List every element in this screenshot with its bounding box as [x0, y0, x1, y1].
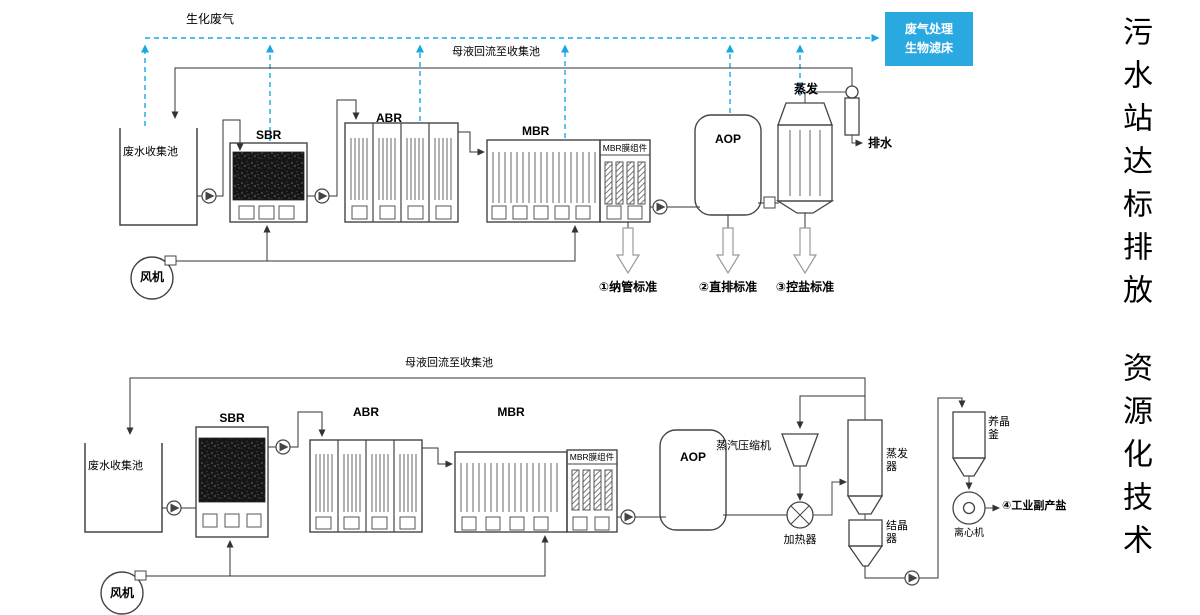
top-reflux-label: 母液回流至收集池	[452, 46, 540, 58]
top-collection-tank	[119, 128, 198, 226]
top-sbr-label: SBR	[256, 128, 282, 142]
drain-pipe	[851, 135, 863, 147]
top-aop-label: AOP	[714, 132, 742, 146]
side-title-line1: 污水站达标排放	[1118, 16, 1151, 317]
drain-label: 排水	[868, 136, 893, 150]
hollow-arrow-3	[792, 227, 818, 275]
pump-icon	[275, 439, 291, 455]
bottom-aop-vessel	[659, 429, 727, 531]
vacuum-pump-icon	[845, 85, 859, 99]
bottom-aop-label: AOP	[679, 450, 707, 464]
top-abr-mbr-pipe	[458, 131, 485, 156]
bottom-reflux-label: 母液回流至收集池	[405, 357, 493, 369]
biogas-label: 生化废气	[186, 12, 235, 26]
bottom-sbr-abr-pipe	[268, 411, 326, 448]
byproduct-salt-label: ④工业副产盐	[1002, 500, 1067, 512]
top-abr-vessel	[344, 122, 459, 223]
top-air-line	[130, 225, 579, 300]
bottom-membrane-module	[566, 449, 618, 533]
top-abr-label: ABR	[376, 111, 402, 125]
bottom-abr-mbr-pipe	[422, 447, 453, 468]
crystallizer-label: 结晶器	[886, 520, 908, 546]
top-mbr-label: MBR	[522, 124, 550, 138]
gas-treatment-box: 废气处理 生物滤床	[885, 12, 973, 66]
vapor-to-compressor-pipe	[796, 395, 865, 429]
side-title-line2: 资源化技术	[1118, 352, 1151, 567]
bottom-collection-tank-label: 废水收集池	[88, 460, 143, 472]
evaporation-label: 蒸发	[793, 82, 819, 96]
crystallizer-kettle-pipe	[864, 397, 966, 579]
pump-icon	[620, 509, 636, 525]
bottom-sbr-vessel	[195, 426, 269, 538]
compressor-label: 蒸汽压缩机	[716, 440, 771, 452]
sludge-texture	[232, 151, 305, 201]
top-aop-evap-pipe	[758, 196, 779, 209]
bottom-mbr-label: MBR	[497, 405, 525, 419]
standard1-label: ①纳管标准	[598, 280, 658, 294]
compressor-funnel	[781, 433, 819, 501]
centrifuge-label: 离心机	[954, 528, 984, 539]
bottom-collection-tank	[84, 443, 163, 533]
standard3-label: ③控盐标准	[775, 280, 835, 294]
top-fan-label: 风机	[139, 270, 165, 284]
hollow-outlet-arrows	[615, 227, 818, 275]
bottom-fan-circle	[100, 571, 144, 615]
crystal-kettle-label: 养晶釜	[988, 416, 1010, 442]
pump-icon	[201, 188, 217, 204]
standard2-label: ②直排标准	[698, 280, 758, 294]
pump-icon	[904, 570, 920, 586]
condenser-pipe	[804, 91, 846, 103]
top-gas-dashed-lines	[141, 34, 880, 141]
top-evaporator	[775, 85, 863, 214]
top-sbr-vessel	[229, 142, 308, 223]
bottom-membrane-label: MBR膜组件	[569, 452, 615, 462]
pump-icon	[314, 188, 330, 204]
top-feed-pipe	[197, 119, 244, 197]
hollow-arrow-2	[715, 227, 741, 275]
heater-evap-pipe	[813, 478, 847, 516]
pump-icon	[652, 199, 668, 215]
bottom-sbr-label: SBR	[219, 411, 245, 425]
top-reflux-line	[171, 67, 853, 119]
hollow-arrow-1	[615, 227, 641, 275]
top-mbr-vessel	[486, 139, 601, 223]
centrifuge-circle	[952, 491, 1000, 525]
evaporator-vessel	[846, 419, 884, 520]
pump-icon	[166, 500, 182, 516]
top-aop-vessel	[694, 114, 762, 216]
sludge-texture	[198, 437, 266, 503]
bottom-fan-label: 风机	[109, 586, 135, 600]
top-sbr-abr-pipe	[307, 99, 360, 197]
heater-circle	[786, 478, 847, 529]
gas-box-line1: 废气处理	[904, 21, 953, 36]
crystal-kettle-vessel	[951, 411, 987, 490]
bottom-mbr-vessel	[454, 451, 568, 533]
top-condenser	[844, 97, 860, 136]
top-collection-tank-label: 废水收集池	[123, 146, 178, 158]
evaporator-label: 蒸发器	[886, 448, 908, 474]
top-membrane-label: MBR膜组件	[602, 143, 648, 153]
bottom-abr-vessel	[309, 439, 423, 533]
top-outlet-connectors	[627, 213, 806, 228]
bottom-reflux-line	[126, 377, 866, 435]
bottom-air-line	[100, 535, 549, 615]
crystallizer-vessel	[847, 519, 884, 567]
heater-label: 加热器	[783, 534, 817, 546]
top-membrane-module	[599, 139, 651, 223]
gas-box-line2: 生物滤床	[904, 41, 953, 55]
top-fan-circle	[130, 256, 174, 300]
bottom-abr-label: ABR	[353, 405, 379, 419]
